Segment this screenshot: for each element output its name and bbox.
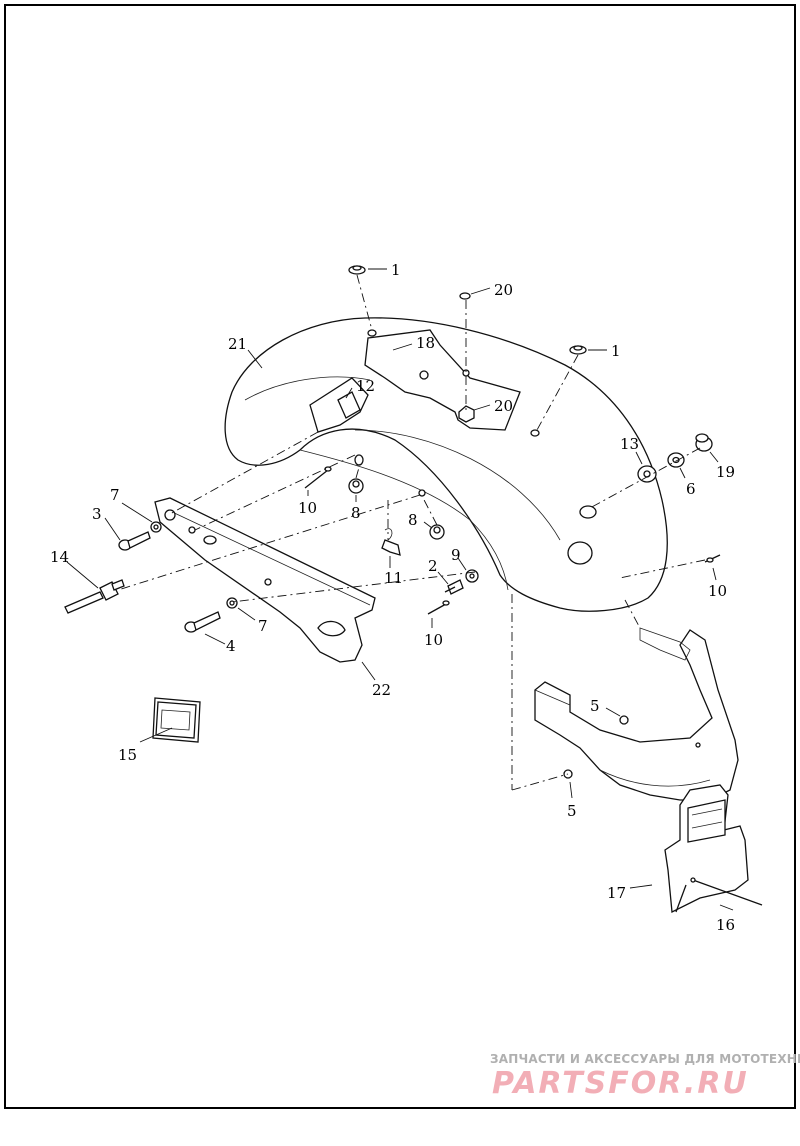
callout: 11 bbox=[384, 569, 403, 587]
callout: 8 bbox=[408, 511, 418, 529]
clip-11 bbox=[381, 528, 401, 556]
bolt-3 bbox=[118, 531, 151, 551]
nut-20b bbox=[458, 405, 475, 423]
callout: 9 bbox=[451, 546, 461, 564]
wire-pin bbox=[675, 877, 763, 913]
page-border bbox=[4, 4, 796, 1109]
callout: 4 bbox=[226, 637, 236, 655]
callout: 15 bbox=[118, 746, 137, 764]
callout: 7 bbox=[258, 617, 268, 635]
callout: 6 bbox=[686, 480, 696, 498]
callout: 14 bbox=[50, 548, 69, 566]
spacer-8b bbox=[429, 524, 445, 540]
clip-20a bbox=[459, 292, 471, 300]
callout: 1 bbox=[391, 261, 401, 279]
fender-support-rail bbox=[154, 497, 376, 663]
callout: 20 bbox=[494, 397, 513, 415]
cap-nut-19 bbox=[695, 433, 713, 452]
watermark-logo: PARTSFOR.RU bbox=[492, 1066, 749, 1101]
assembly-lines bbox=[117, 274, 706, 791]
watermark-caption: ЗАПЧАСТИ И АКСЕССУАРЫ ДЛЯ МОТОТЕХНИКИ bbox=[490, 1052, 800, 1066]
callout: 22 bbox=[372, 681, 391, 699]
callout: 1 bbox=[611, 342, 621, 360]
bolt-2 bbox=[444, 579, 464, 595]
callouts: 1 20 1 21 18 12 20 13 6 19 10 8 7 3 8 11… bbox=[50, 261, 735, 934]
reflector bbox=[152, 697, 201, 743]
leader-lines bbox=[66, 268, 734, 911]
callout: 2 bbox=[428, 557, 438, 575]
callout: 21 bbox=[228, 335, 247, 353]
callout: 12 bbox=[356, 377, 375, 395]
washer-7b bbox=[226, 597, 238, 609]
grommet-1a bbox=[348, 265, 366, 275]
stud-14 bbox=[64, 579, 125, 614]
lower-fender-tip bbox=[534, 627, 739, 801]
callout: 20 bbox=[494, 281, 513, 299]
license-plate-bracket bbox=[664, 784, 749, 914]
callout: 17 bbox=[607, 884, 626, 902]
callout: 10 bbox=[424, 631, 443, 649]
callout: 13 bbox=[620, 435, 639, 453]
bolt-4 bbox=[184, 611, 221, 633]
washer-9 bbox=[465, 569, 479, 583]
callout: 10 bbox=[708, 582, 727, 600]
rear-fender bbox=[224, 317, 668, 612]
callout: 5 bbox=[590, 697, 600, 715]
washer-7a bbox=[150, 521, 162, 533]
spacer-8a bbox=[348, 478, 364, 494]
grommet-1b bbox=[569, 345, 587, 355]
callout: 7 bbox=[110, 486, 120, 504]
grommet-5a bbox=[619, 715, 629, 725]
callout: 10 bbox=[298, 499, 317, 517]
callout: 8 bbox=[351, 504, 361, 522]
pin-10a bbox=[304, 466, 332, 489]
washer-6 bbox=[667, 452, 685, 468]
pin-10c bbox=[704, 554, 721, 563]
pin-10b bbox=[427, 600, 450, 615]
callout: 18 bbox=[416, 334, 435, 352]
washer-13 bbox=[637, 465, 657, 483]
callout: 19 bbox=[716, 463, 735, 481]
callout: 3 bbox=[92, 505, 102, 523]
callout: 5 bbox=[567, 802, 577, 820]
callout: 16 bbox=[716, 916, 735, 934]
